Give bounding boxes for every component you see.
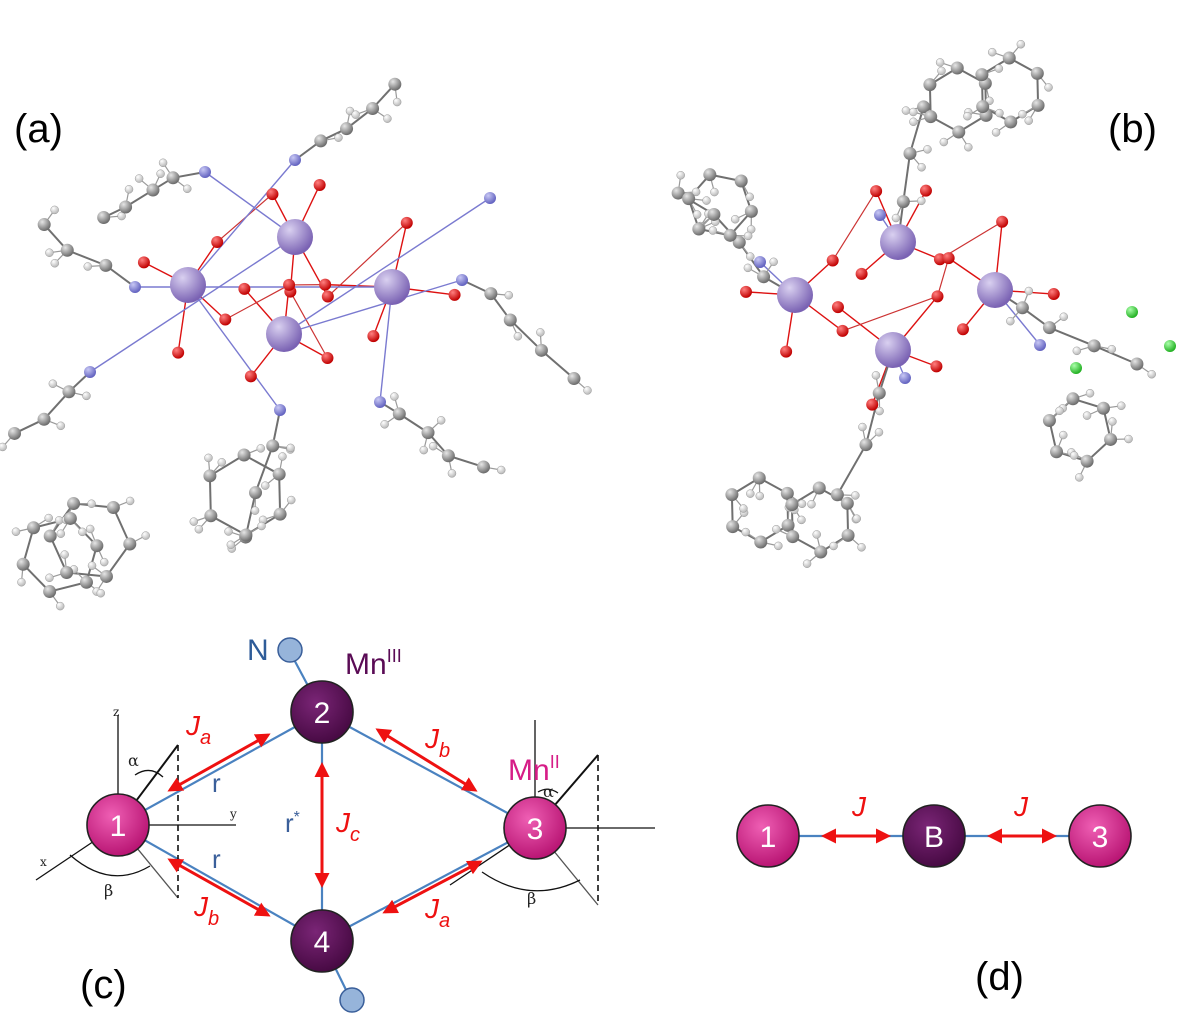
schematic-d: J J 1 B 3 (d)	[736, 791, 1132, 999]
site-d-b-label: B	[924, 821, 944, 854]
site-d-1: 1	[736, 804, 800, 868]
axis-z-label: z	[113, 705, 119, 719]
ligand-n-bottom	[339, 987, 365, 1013]
arrow-ja-bottom	[382, 860, 483, 914]
site-2: 2	[290, 680, 354, 744]
label-jb-top: Jb	[424, 723, 450, 762]
label-r-top: r	[212, 768, 221, 798]
arrow-jb-top	[375, 728, 478, 792]
site-4-label: 4	[314, 926, 331, 959]
panel-label-b: (b)	[1108, 107, 1157, 151]
label-n: N	[247, 634, 269, 667]
angle-alpha-3: α	[543, 782, 554, 801]
label-jb-bottom: Jb	[193, 891, 219, 930]
panel-label-c: (c)	[80, 963, 127, 1007]
angle-beta-3: β	[527, 889, 536, 908]
axis-x-label: x	[40, 855, 47, 869]
label-j-left: J	[851, 791, 867, 822]
schematic-c: z y x α β α β Ja Jb Jc Jb J	[35, 634, 655, 1013]
site-1-label: 1	[110, 810, 127, 843]
label-ja-top: Ja	[185, 710, 211, 749]
label-jc: Jc	[335, 807, 360, 846]
molecule-a-structure	[0, 77, 592, 611]
label-r-star: r*	[285, 808, 300, 838]
site-d-b: B	[902, 804, 966, 868]
axis-y-label: y	[229, 807, 237, 821]
ligand-n-top	[277, 637, 303, 663]
site-d-3-label: 3	[1092, 821, 1109, 854]
label-ja-bottom: Ja	[424, 893, 450, 932]
label-mn-ii: MnII	[508, 752, 560, 787]
panel-label-d: (d)	[975, 955, 1024, 999]
molecule-b-structure	[671, 40, 1176, 568]
label-j-right: J	[1013, 791, 1029, 822]
label-r-bottom: r	[212, 844, 221, 874]
site-3-label: 3	[527, 813, 544, 846]
arrow-jb-bottom	[167, 858, 271, 917]
angle-beta-1: β	[104, 881, 113, 900]
coupling-arrows	[167, 728, 483, 917]
site-1: 1	[86, 793, 150, 857]
angle-alpha-1: α	[128, 751, 139, 770]
arrow-ja-top	[167, 733, 271, 792]
site-2-label: 2	[314, 697, 331, 730]
site-d-3: 3	[1068, 804, 1132, 868]
panel-label-a: (a)	[14, 107, 63, 151]
site-4: 4	[290, 909, 354, 973]
site-d-1-label: 1	[760, 821, 777, 854]
label-mn-iii: MnIII	[345, 646, 402, 681]
site-3: 3	[503, 796, 567, 860]
